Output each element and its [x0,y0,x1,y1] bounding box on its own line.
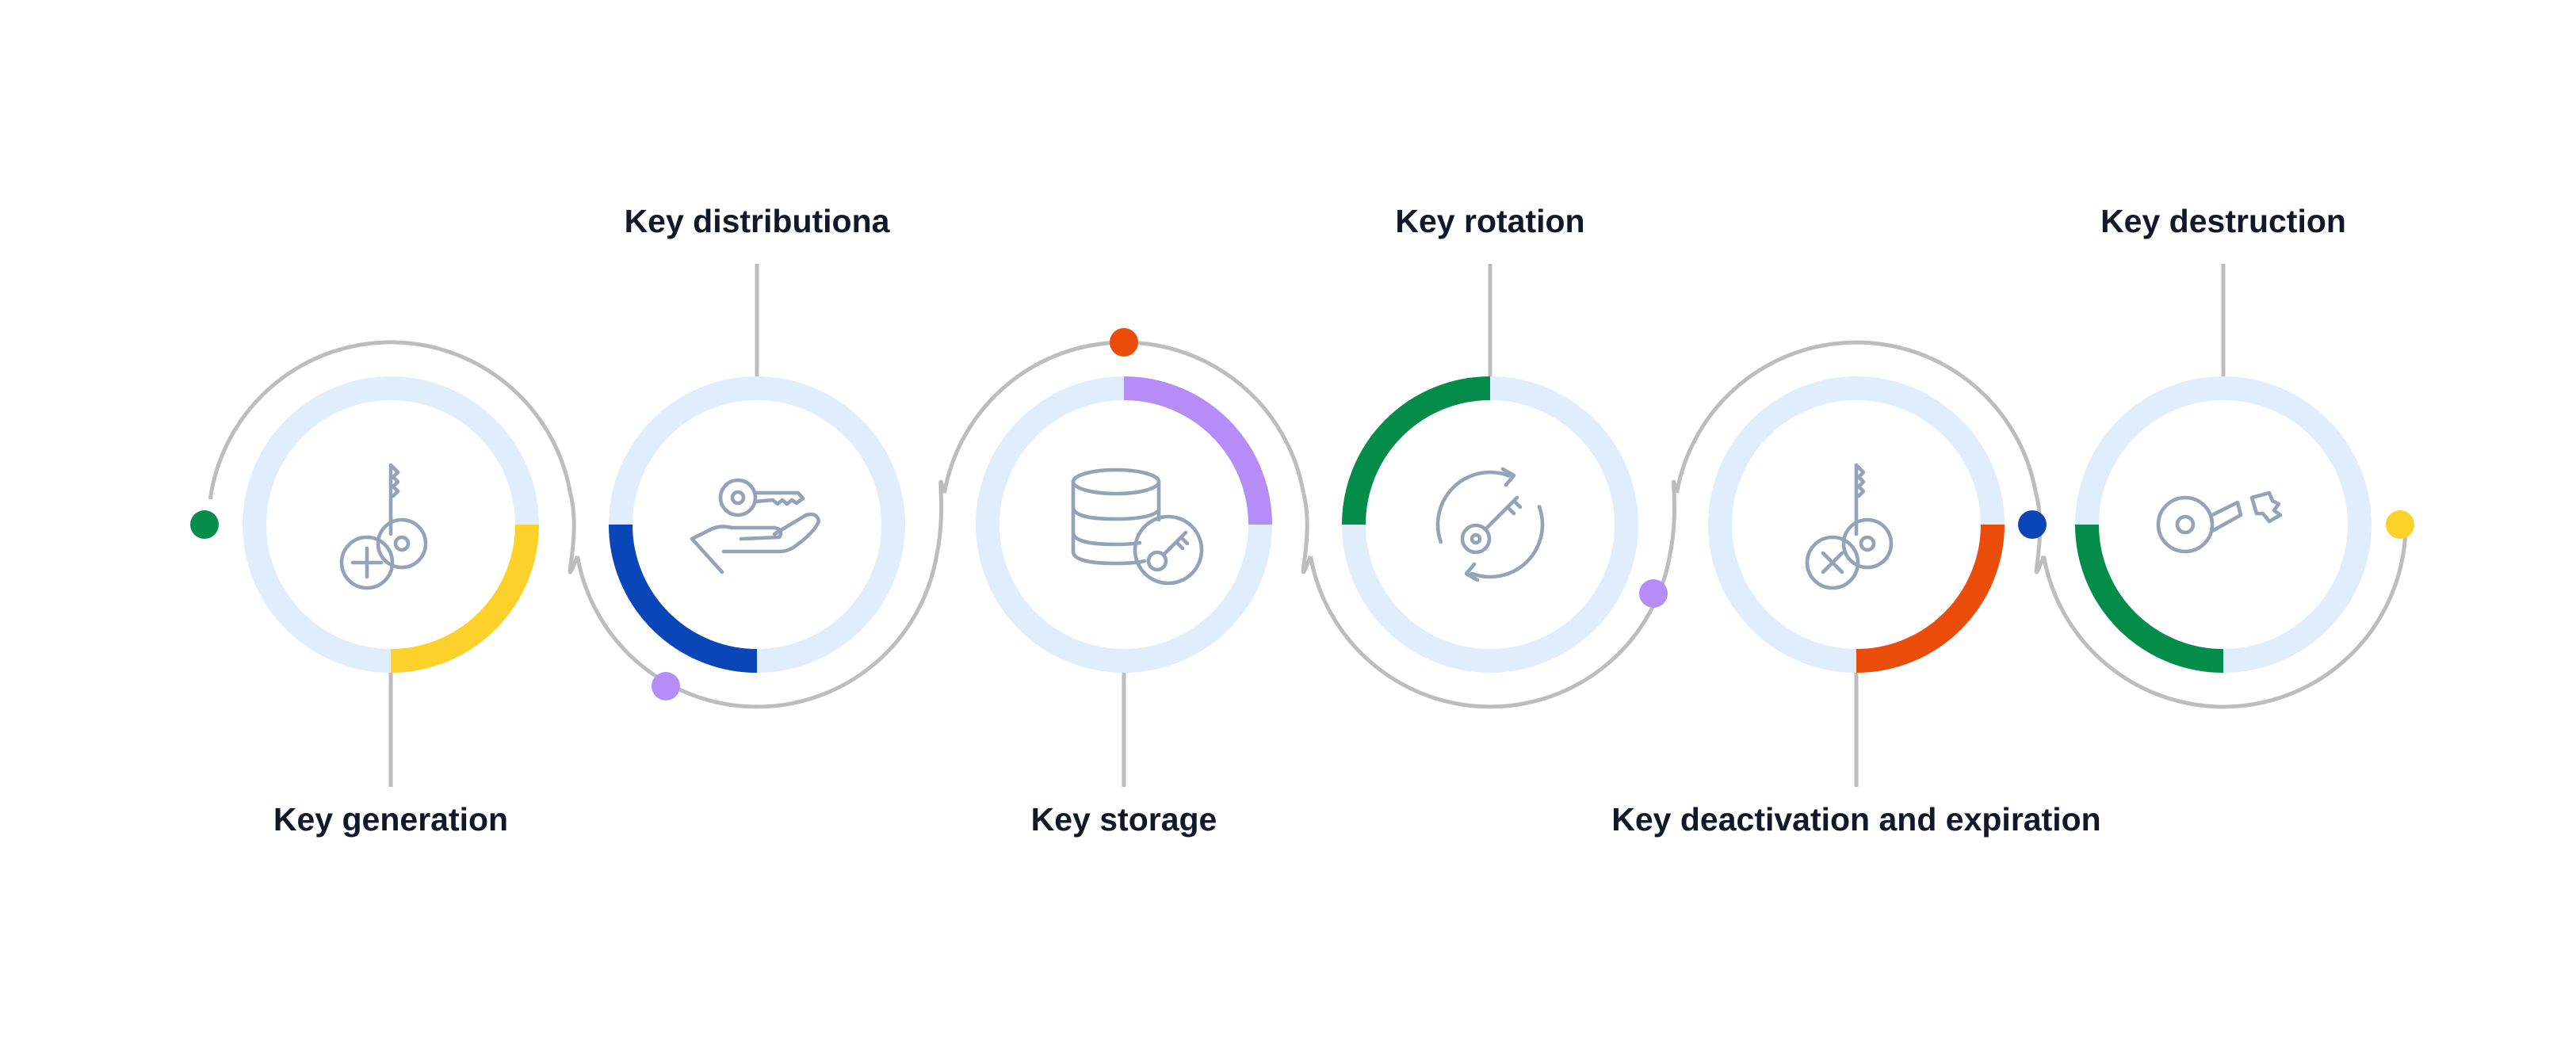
stage-6: Key destruction [2075,203,2372,673]
stage-label: Key destruction [2100,203,2346,239]
connector-dot [2018,510,2047,539]
key-rotation-icon [1423,457,1557,591]
stage-label: Key deactivation and expiration [1611,801,2100,838]
connector-dot [2386,510,2414,539]
stage-progress-arc [1123,376,1272,525]
stage-label: Key rotation [1395,203,1584,239]
stage-progress-arc [1856,524,2005,673]
stage-progress-arc [1342,376,1491,525]
stage-progress-arc [2075,524,2224,673]
stage-progress-arc [390,524,539,673]
stage-1: Key generation [243,376,539,838]
key-remove-icon [1807,465,1891,588]
broken-key-icon [2158,493,2280,552]
connector-dot [1110,328,1138,357]
connector-dot [190,510,219,539]
stage-label: Key generation [273,801,508,838]
hand-key-icon [692,480,819,572]
stage-2: Key distributiona [609,203,905,673]
connector-dot [652,672,680,700]
stage-label: Key storage [1031,801,1217,838]
stage-4: Key rotation [1342,203,1638,673]
stage-progress-arc [609,524,758,673]
stage-3: Key storage [976,376,1272,838]
key-add-icon [342,465,426,588]
connector-dot [1639,579,1668,608]
database-key-icon [1073,470,1202,583]
stage-5: Key deactivation and expiration [1611,376,2101,838]
stage-label: Key distributiona [625,203,891,239]
